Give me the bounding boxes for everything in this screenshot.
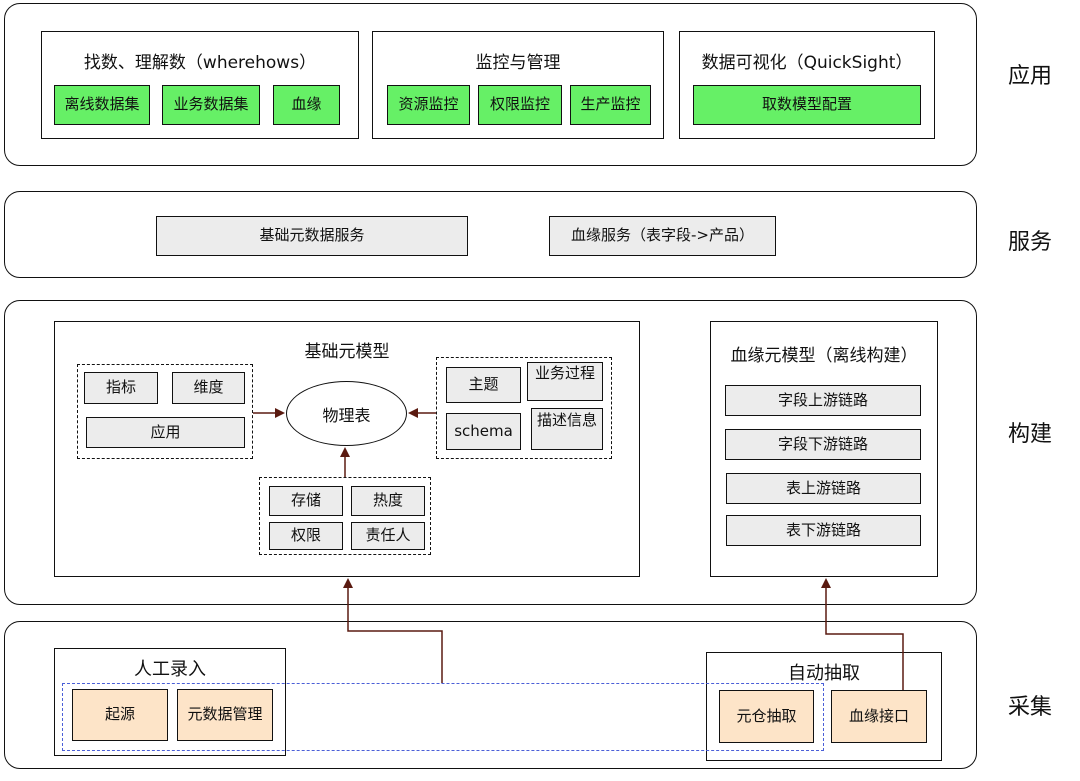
lineage-model-title: 血缘元模型（离线构建） — [730, 346, 918, 366]
viz-title: 数据可视化（QuickSight） — [701, 53, 913, 73]
layer-label-collect: 采集 — [1008, 695, 1053, 720]
service-item-lineage[interactable]: 血缘服务（表字段->产品） — [549, 216, 776, 256]
lineage-field-downstream[interactable]: 字段下游链路 — [725, 429, 921, 460]
left-attribute-group — [77, 364, 253, 459]
lineage-table-upstream[interactable]: 表上游链路 — [726, 473, 921, 504]
app-item-lineage[interactable]: 血缘 — [273, 85, 340, 125]
lineage-table-downstream[interactable]: 表下游链路 — [726, 515, 921, 546]
attr-application[interactable]: 应用 — [86, 417, 245, 448]
app-item-offline-dataset[interactable]: 离线数据集 — [54, 85, 150, 125]
collect-item-metadata-mgmt[interactable]: 元数据管理 — [177, 689, 273, 741]
layer-label-build: 构建 — [1008, 422, 1053, 447]
attr-subject[interactable]: 主题 — [446, 367, 521, 403]
attr-schema[interactable]: schema — [446, 413, 521, 450]
right-attribute-group — [436, 357, 612, 459]
auto-extract-title: 自动抽取 — [788, 663, 860, 684]
collect-item-origin[interactable]: 起源 — [72, 689, 168, 741]
attr-metric[interactable]: 指标 — [84, 372, 158, 404]
attr-owner[interactable]: 责任人 — [351, 522, 425, 550]
attr-permission[interactable]: 权限 — [269, 522, 343, 550]
manual-entry-title: 人工录入 — [134, 659, 206, 680]
app-item-business-dataset[interactable]: 业务数据集 — [162, 85, 260, 125]
arrow-collect-to-base-model — [343, 578, 443, 683]
base-model-title: 基础元模型 — [304, 342, 390, 362]
attr-popularity[interactable]: 热度 — [351, 486, 425, 516]
monitor-title: 监控与管理 — [475, 53, 561, 73]
bottom-attribute-group — [259, 477, 431, 555]
physical-table-node[interactable]: 物理表 — [286, 381, 407, 446]
layer-label-service: 服务 — [1008, 230, 1053, 255]
attr-dimension[interactable]: 维度 — [172, 372, 245, 404]
layer-label-app: 应用 — [1008, 64, 1053, 89]
collect-dashed-group — [62, 683, 824, 751]
arrow-collect-to-lineage-model — [821, 578, 904, 690]
collect-item-lineage-api[interactable]: 血缘接口 — [831, 690, 927, 743]
attr-business-process[interactable]: 业务过程 — [527, 362, 603, 401]
collect-item-warehouse-extract[interactable]: 元仓抽取 — [719, 690, 814, 743]
service-item-base-metadata[interactable]: 基础元数据服务 — [156, 216, 468, 256]
lineage-field-upstream[interactable]: 字段上游链路 — [725, 385, 921, 416]
attr-storage[interactable]: 存储 — [269, 486, 343, 516]
attr-description[interactable]: 描述信息 — [531, 408, 603, 450]
app-item-fetch-model-config[interactable]: 取数模型配置 — [693, 85, 921, 125]
app-item-production-monitor[interactable]: 生产监控 — [570, 85, 651, 125]
app-item-resource-monitor[interactable]: 资源监控 — [387, 85, 470, 125]
app-item-permission-monitor[interactable]: 权限监控 — [478, 85, 562, 125]
find-data-title: 找数、理解数（wherehows） — [83, 53, 317, 73]
